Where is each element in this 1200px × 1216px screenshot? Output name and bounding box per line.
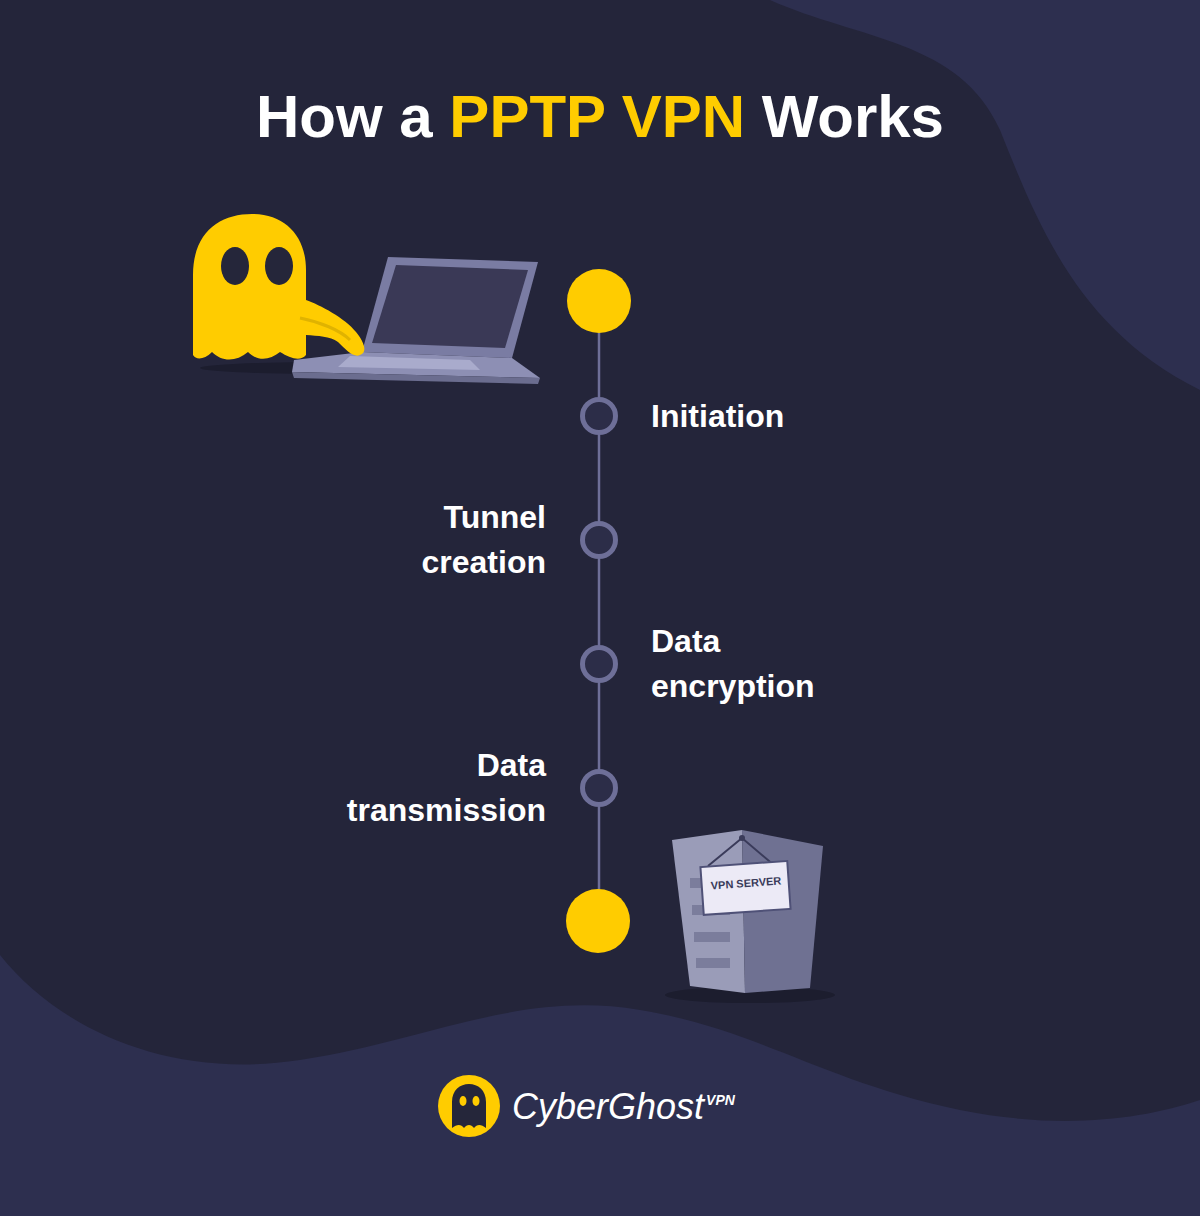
- server-slot: [696, 958, 730, 968]
- step-circle: [580, 645, 618, 683]
- logo-eye: [460, 1096, 467, 1106]
- timeline-connector: [598, 435, 601, 521]
- step-circle-shape: [583, 648, 616, 681]
- title-space: [433, 83, 450, 150]
- logo-eye: [473, 1096, 480, 1106]
- step-label: Data transmission: [296, 743, 546, 833]
- logo-text: CyberGhost: [512, 1086, 704, 1128]
- step-circle: [580, 397, 618, 435]
- step-circle-shape: [583, 524, 616, 557]
- logo-circle: [438, 1075, 500, 1137]
- title-space: [383, 83, 400, 150]
- timeline-step: Initiation: [580, 397, 618, 435]
- sign-nail: [739, 835, 745, 841]
- step-circle-shape: [583, 400, 616, 433]
- laptop-edge: [292, 372, 540, 384]
- timeline-connector: [598, 683, 601, 769]
- laptop-screen: [362, 257, 538, 358]
- ghost-eye: [221, 247, 249, 285]
- timeline-step: Data transmission: [580, 769, 618, 807]
- title-word: PPTP: [449, 83, 605, 150]
- ghost-eye: [265, 247, 293, 285]
- logo-text: VPN: [706, 1092, 735, 1108]
- logo-ghost: [452, 1084, 486, 1128]
- step-label: Initiation: [651, 394, 784, 439]
- timeline-step: Data encryption: [580, 645, 618, 683]
- background-blob: [0, 955, 1200, 1216]
- title-word: VPN: [622, 83, 745, 150]
- server-sign: [700, 861, 790, 915]
- title-space: [745, 83, 762, 150]
- title-word: a: [399, 83, 432, 150]
- step-circle: [580, 769, 618, 807]
- laptop-keyboard: [338, 356, 480, 370]
- step-circle: [580, 521, 618, 559]
- timeline-start-dot: [567, 269, 631, 333]
- title: How a PPTP VPN Works: [0, 82, 1200, 151]
- step-circle-shape: [583, 772, 616, 805]
- server-slot: [694, 932, 730, 942]
- title-word: Works: [762, 83, 944, 150]
- laptop-display: [372, 265, 528, 348]
- title-space: [605, 83, 622, 150]
- background-blob: [770, 0, 1200, 390]
- step-label: Tunnel creation: [346, 495, 546, 585]
- timeline-step: Tunnel creation: [580, 521, 618, 559]
- timeline-connector: [598, 559, 601, 645]
- ghost-arm: [300, 318, 350, 340]
- step-label: Data encryption: [651, 619, 871, 709]
- ghost-body: [193, 214, 364, 360]
- title-word: How: [256, 83, 383, 150]
- timeline-end-dot: [566, 889, 630, 953]
